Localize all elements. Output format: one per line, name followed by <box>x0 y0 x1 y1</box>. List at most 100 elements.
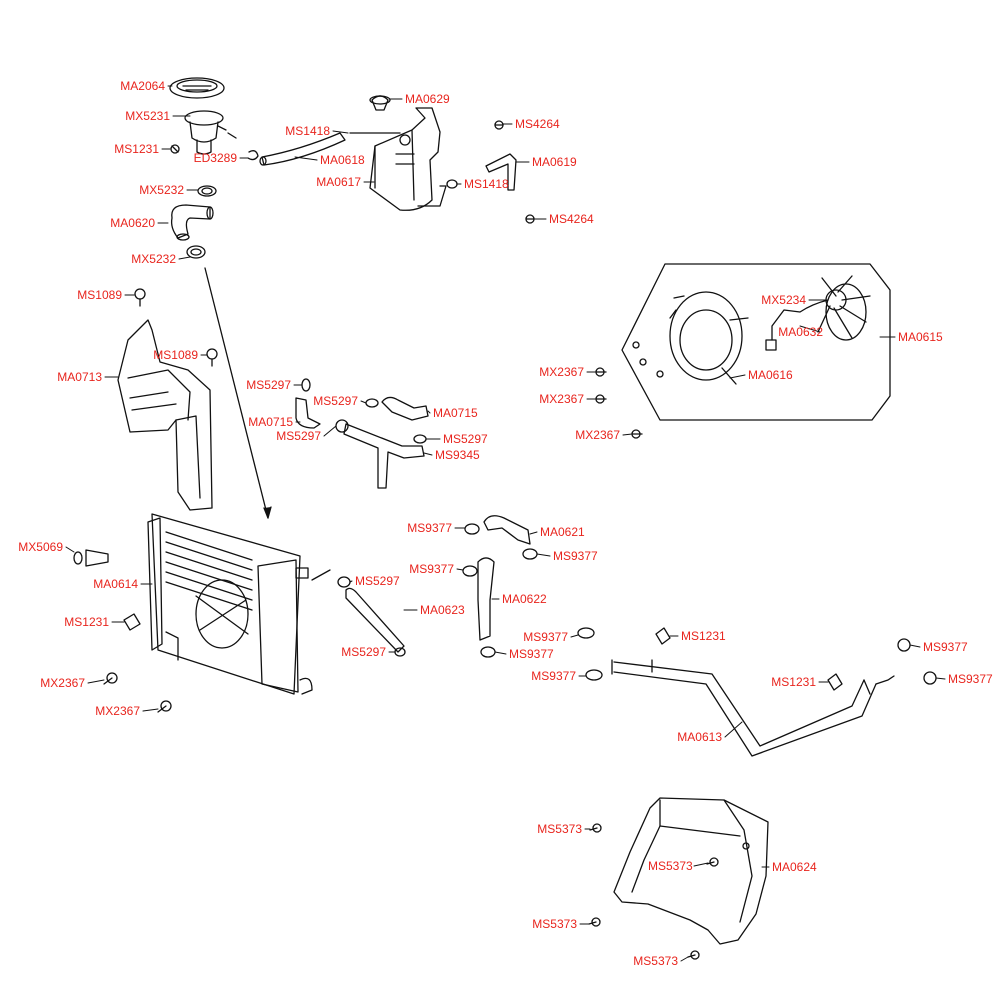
screw-part <box>134 288 146 307</box>
y-junction-pipe-part <box>343 423 425 489</box>
part-label-ma0632[interactable]: MA0632 <box>778 325 823 339</box>
heater-hose-part <box>381 396 429 421</box>
part-label-mx5232[interactable]: MX5232 <box>131 252 176 266</box>
part-label-ms5297[interactable]: MS5297 <box>276 429 321 443</box>
part-label-ma0621[interactable]: MA0621 <box>540 525 585 539</box>
leader-line <box>529 531 538 535</box>
screw-part <box>589 823 602 833</box>
part-label-ms5297[interactable]: MS5297 <box>246 378 291 392</box>
part-label-ms1231[interactable]: MS1231 <box>771 675 816 689</box>
part-label-ma0715[interactable]: MA0715 <box>433 406 478 420</box>
part-label-ma0617[interactable]: MA0617 <box>316 175 361 189</box>
part-label-ma0613[interactable]: MA0613 <box>677 730 722 744</box>
part-label-ma0615[interactable]: MA0615 <box>898 330 943 344</box>
part-label-ma0616[interactable]: MA0616 <box>748 368 793 382</box>
part-label-ms9377[interactable]: MS9377 <box>923 640 968 654</box>
part-label-ms1231[interactable]: MS1231 <box>64 615 109 629</box>
part-label-ms1089[interactable]: MS1089 <box>77 288 122 302</box>
part-label-ma0614[interactable]: MA0614 <box>93 577 138 591</box>
part-label-ms5297[interactable]: MS5297 <box>313 394 358 408</box>
leader-line <box>294 156 318 161</box>
leader-line <box>456 568 464 571</box>
part-label-ms9345[interactable]: MS9345 <box>435 448 480 462</box>
part-label-ms9377[interactable]: MS9377 <box>407 521 452 535</box>
part-label-ma0622[interactable]: MA0622 <box>502 592 547 606</box>
hose-clamp-part <box>480 646 496 658</box>
part-label-ms4264[interactable]: MS4264 <box>549 212 594 226</box>
part-label-ms9377[interactable]: MS9377 <box>509 647 554 661</box>
part-label-ms9377[interactable]: MS9377 <box>409 562 454 576</box>
part-label-ma0620[interactable]: MA0620 <box>110 216 155 230</box>
fan-screws <box>632 341 664 378</box>
leader-line <box>935 677 946 680</box>
part-label-ms5373[interactable]: MS5373 <box>532 917 577 931</box>
side-bracket-part <box>117 319 213 511</box>
part-label-ed3289[interactable]: ED3289 <box>193 151 237 165</box>
part-label-ms5297[interactable]: MS5297 <box>355 574 400 588</box>
part-label-ms1418[interactable]: MS1418 <box>285 124 330 138</box>
leader-line <box>729 374 746 379</box>
nut-part <box>655 627 671 645</box>
part-label-ms1089[interactable]: MS1089 <box>153 348 198 362</box>
part-label-ms5297[interactable]: MS5297 <box>341 645 386 659</box>
part-label-ms5373[interactable]: MS5373 <box>633 954 678 968</box>
part-label-ms9377[interactable]: MS9377 <box>553 549 598 563</box>
part-label-ms9377[interactable]: MS9377 <box>531 669 576 683</box>
screw-part <box>631 429 643 439</box>
screw-part <box>588 917 601 927</box>
heater-hose-part <box>295 397 321 429</box>
screw-part <box>103 672 118 685</box>
bolt-part <box>525 214 535 224</box>
small-clamp-part <box>446 179 458 189</box>
bolt-part <box>494 120 504 130</box>
part-label-ms1231[interactable]: MS1231 <box>114 142 159 156</box>
part-label-ms5373[interactable]: MS5373 <box>648 859 693 873</box>
part-label-ms5297[interactable]: MS5297 <box>443 432 488 446</box>
leader-line <box>311 569 331 581</box>
hose-clamp-part <box>577 627 595 639</box>
hose-clamp-part <box>923 671 937 685</box>
leader-line <box>693 862 709 867</box>
part-label-mx5069[interactable]: MX5069 <box>18 540 63 554</box>
screw-part <box>595 367 607 377</box>
screw-part <box>595 394 607 404</box>
upper-hose-clamp-part <box>197 185 217 197</box>
part-label-ma0618[interactable]: MA0618 <box>320 153 365 167</box>
part-label-ma0713[interactable]: MA0713 <box>57 370 102 384</box>
part-label-ms9377[interactable]: MS9377 <box>948 672 993 686</box>
leader-line <box>622 433 633 436</box>
part-label-ma0715[interactable]: MA0715 <box>248 415 293 429</box>
upper-bent-hose-part <box>170 204 214 241</box>
part-label-ms4264[interactable]: MS4264 <box>515 117 560 131</box>
part-label-mx2367[interactable]: MX2367 <box>95 704 140 718</box>
part-label-ms1418[interactable]: MS1418 <box>464 177 509 191</box>
part-label-ma0619[interactable]: MA0619 <box>532 155 577 169</box>
part-label-mx5231[interactable]: MX5231 <box>125 109 170 123</box>
part-label-ma0629[interactable]: MA0629 <box>405 92 450 106</box>
filler-neck-part <box>184 110 237 155</box>
part-label-mx2367[interactable]: MX2367 <box>40 676 85 690</box>
part-label-mx2367[interactable]: MX2367 <box>539 365 584 379</box>
part-label-ms9377[interactable]: MS9377 <box>523 630 568 644</box>
part-label-mx5232[interactable]: MX5232 <box>139 183 184 197</box>
leader-line <box>427 410 431 414</box>
hose-clamp-part <box>585 669 603 681</box>
part-label-mx2367[interactable]: MX2367 <box>539 392 584 406</box>
leader-line <box>680 956 689 962</box>
leader-line <box>178 256 191 260</box>
leader-line <box>323 425 337 437</box>
part-label-ms5373[interactable]: MS5373 <box>537 822 582 836</box>
part-label-mx2367[interactable]: MX2367 <box>575 428 620 442</box>
reservoir-part <box>369 107 447 211</box>
part-label-ma0623[interactable]: MA0623 <box>420 603 465 617</box>
part-label-ma2064[interactable]: MA2064 <box>120 79 165 93</box>
leader-line <box>724 721 743 738</box>
part-label-ms1231[interactable]: MS1231 <box>681 629 726 643</box>
leader-line <box>360 400 367 404</box>
leader-line <box>494 651 507 655</box>
part-label-mx5234[interactable]: MX5234 <box>761 293 806 307</box>
screw-part <box>687 950 700 960</box>
screw-part <box>206 348 218 367</box>
part-label-ma0624[interactable]: MA0624 <box>772 860 817 874</box>
